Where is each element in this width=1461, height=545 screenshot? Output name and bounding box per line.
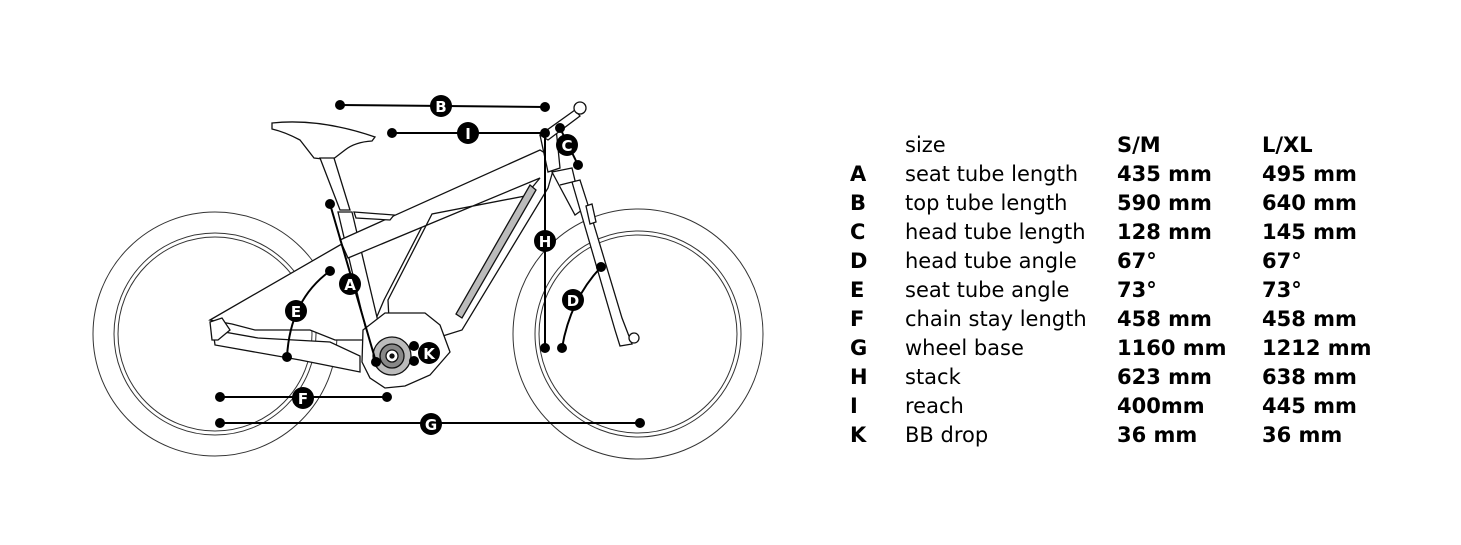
marker-f: F xyxy=(292,387,314,409)
svg-text:E: E xyxy=(291,303,301,321)
handlebar xyxy=(573,101,587,115)
svg-text:I: I xyxy=(465,125,471,143)
bike-geometry-diagram: B I C H D A E K F G xyxy=(92,95,764,460)
svg-text:H: H xyxy=(539,233,552,251)
svg-text:C: C xyxy=(561,137,572,155)
svg-text:F: F xyxy=(298,390,308,408)
marker-e: E xyxy=(285,300,307,322)
marker-b: B xyxy=(430,95,452,117)
fork xyxy=(559,179,633,347)
marker-i: I xyxy=(457,122,479,144)
svg-text:B: B xyxy=(435,98,446,116)
front-wheel-tire xyxy=(512,208,764,460)
seatpost xyxy=(319,157,351,211)
front-wheel-rim xyxy=(534,230,742,438)
bike-drawing xyxy=(92,208,764,460)
front-axle xyxy=(628,332,640,344)
svg-text:G: G xyxy=(425,416,437,434)
svg-text:D: D xyxy=(567,292,579,310)
svg-text:K: K xyxy=(423,345,436,363)
svg-text:A: A xyxy=(344,276,356,294)
marker-c: C xyxy=(556,134,578,156)
marker-d: D xyxy=(562,289,584,311)
dimension-endpoints xyxy=(215,100,645,428)
marker-g: G xyxy=(420,413,442,435)
marker-k: K xyxy=(418,342,440,364)
battery xyxy=(455,184,537,319)
table-header: size S/M L/XL xyxy=(850,131,1372,160)
marker-a: A xyxy=(339,273,361,295)
header-sm: S/M xyxy=(1117,133,1161,157)
header-lxl: L/XL xyxy=(1262,133,1313,157)
rear-wheel-rim xyxy=(113,232,317,436)
header-size: size xyxy=(905,133,946,157)
saddle xyxy=(271,121,377,161)
marker-h: H xyxy=(534,230,556,252)
